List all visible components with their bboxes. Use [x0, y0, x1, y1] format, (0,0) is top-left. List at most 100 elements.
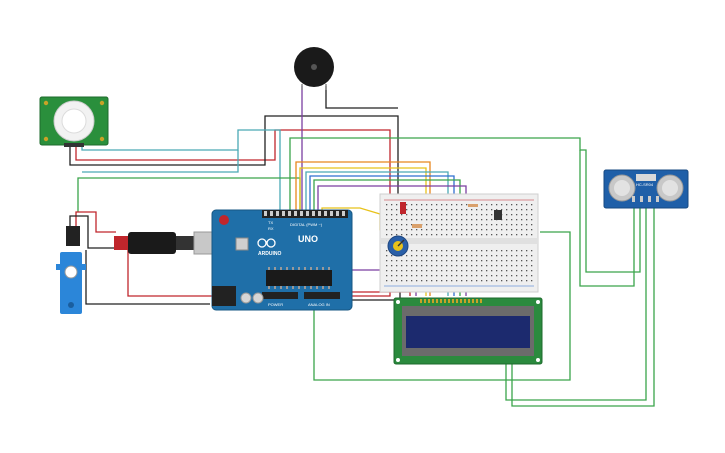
- breadboard-center-channel: [380, 238, 538, 244]
- breadboard-hole: [396, 280, 398, 282]
- wire-green-us-3: [579, 150, 635, 287]
- breadboard-hole: [506, 255, 508, 257]
- breadboard-hole: [471, 209, 473, 211]
- breadboard-hole: [486, 224, 488, 226]
- breadboard-hole: [471, 265, 473, 267]
- breadboard-hole: [396, 270, 398, 272]
- breadboard-hole: [521, 234, 523, 236]
- breadboard-hole: [406, 224, 408, 226]
- breadboard-hole: [386, 275, 388, 277]
- breadboard-hole: [386, 255, 388, 257]
- breadboard-hole: [401, 234, 403, 236]
- arduino-model: UNO: [298, 234, 318, 244]
- arduino-logo-icon: [257, 238, 276, 248]
- breadboard-hole: [511, 204, 513, 206]
- usb-cable: [114, 231, 219, 255]
- breadboard-hole: [521, 270, 523, 272]
- breadboard-hole: [386, 214, 388, 216]
- breadboard-hole: [501, 255, 503, 257]
- breadboard-hole: [476, 219, 478, 221]
- breadboard-hole: [396, 204, 398, 206]
- resistor-2: [468, 204, 478, 207]
- breadboard-hole: [486, 219, 488, 221]
- breadboard-hole: [531, 280, 533, 282]
- breadboard-hole: [431, 260, 433, 262]
- breadboard-hole: [526, 275, 528, 277]
- breadboard-hole: [471, 275, 473, 277]
- breadboard-hole: [521, 224, 523, 226]
- breadboard-hole: [391, 255, 393, 257]
- breadboard-hole: [436, 260, 438, 262]
- breadboard-hole: [516, 260, 518, 262]
- breadboard-hole: [526, 219, 528, 221]
- breadboard-hole: [486, 270, 488, 272]
- breadboard-hole: [476, 260, 478, 262]
- reset-button[interactable]: [219, 215, 229, 225]
- breadboard-hole: [421, 214, 423, 216]
- breadboard-hole: [396, 209, 398, 211]
- breadboard-hole: [521, 265, 523, 267]
- breadboard-hole: [411, 275, 413, 277]
- breadboard-hole: [481, 270, 483, 272]
- breadboard-hole: [481, 275, 483, 277]
- breadboard-hole: [411, 250, 413, 252]
- breadboard-hole: [511, 219, 513, 221]
- wire-buzzer-black: [325, 86, 398, 109]
- breadboard-hole: [506, 260, 508, 262]
- wire-green-top: [289, 137, 641, 273]
- breadboard-hole: [506, 280, 508, 282]
- breadboard-hole: [491, 229, 493, 231]
- pir-sensor[interactable]: [39, 96, 109, 147]
- lcd-pin: [420, 299, 422, 303]
- breadboard-hole: [531, 255, 533, 257]
- breadboard-hole: [396, 265, 398, 267]
- breadboard-hole: [511, 250, 513, 252]
- breadboard-hole: [391, 229, 393, 231]
- breadboard-hole: [531, 219, 533, 221]
- breadboard-hole: [401, 275, 403, 277]
- servo-motor[interactable]: [56, 226, 86, 314]
- breadboard-hole: [491, 224, 493, 226]
- breadboard-hole: [516, 214, 518, 216]
- led-red[interactable]: [400, 202, 406, 214]
- breadboard-hole: [426, 270, 428, 272]
- breadboard-hole: [431, 275, 433, 277]
- breadboard-hole: [411, 219, 413, 221]
- breadboard-hole: [426, 229, 428, 231]
- breadboard-hole: [411, 255, 413, 257]
- potentiometer[interactable]: [387, 235, 409, 257]
- ultrasonic-sensor[interactable]: HC-SR04: [603, 169, 689, 209]
- lcd-16x2[interactable]: [393, 297, 543, 365]
- breadboard-hole: [461, 229, 463, 231]
- piezo-buzzer[interactable]: [294, 47, 334, 90]
- breadboard-hole: [421, 260, 423, 262]
- breadboard-hole: [446, 280, 448, 282]
- arduino-uno[interactable]: DIGITAL (PWM ~) TX RX ARDUINO UNO POWER …: [211, 209, 353, 311]
- breadboard-hole: [456, 234, 458, 236]
- breadboard-hole: [531, 275, 533, 277]
- lcd-pin: [472, 299, 474, 303]
- breadboard-hole: [471, 224, 473, 226]
- breadboard-hole: [421, 229, 423, 231]
- breadboard-hole: [396, 214, 398, 216]
- lcd-pin: [452, 299, 454, 303]
- wire-servo-black: [69, 215, 128, 249]
- breadboard-hole: [506, 204, 508, 206]
- breadboard-hole: [511, 275, 513, 277]
- breadboard-hole: [411, 265, 413, 267]
- lcd-pin: [436, 299, 438, 303]
- wire-pir-red: [75, 129, 391, 212]
- breadboard-hole: [421, 209, 423, 211]
- breadboard-hole: [466, 275, 468, 277]
- breadboard-hole: [506, 219, 508, 221]
- breadboard-hole: [531, 214, 533, 216]
- breadboard-hole: [416, 255, 418, 257]
- breadboard-hole: [431, 280, 433, 282]
- breadboard-hole: [426, 255, 428, 257]
- breadboard-hole: [511, 224, 513, 226]
- breadboard-hole: [426, 214, 428, 216]
- breadboard-hole: [391, 209, 393, 211]
- breadboard-hole: [491, 280, 493, 282]
- breadboard-hole: [481, 265, 483, 267]
